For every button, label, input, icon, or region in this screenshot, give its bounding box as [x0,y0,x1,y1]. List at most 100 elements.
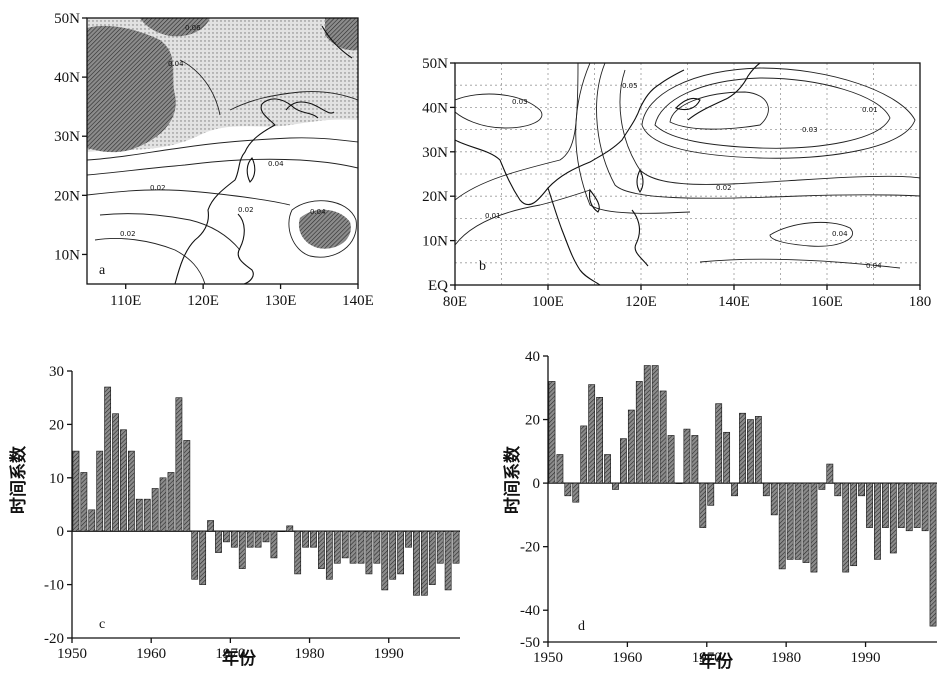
bar [897,482,905,528]
y-tick-label: 40N [422,100,448,116]
panel-label-b: b [479,259,486,274]
bar [770,482,778,516]
bar [246,530,254,548]
bar [357,530,365,564]
bar [889,482,897,554]
panel-b-contour-labels: 0.010.030.010.050.030.020.040.04 [485,82,882,270]
bar [207,520,214,532]
contour-label: 0.02 [238,206,254,214]
contour-6 [229,91,358,111]
bar [778,482,786,570]
contour-b-8 [455,63,579,201]
contour-b-1 [654,77,891,149]
bar [88,509,96,532]
bar [913,482,921,528]
bar [747,419,754,484]
contour-7 [179,59,221,116]
panel-b-grid [455,63,920,285]
contour-b-10 [769,221,853,247]
y-tick-label: -20 [44,631,64,647]
bar [96,450,104,532]
y-tick-label: 50N [54,11,80,27]
contour-b-11 [699,258,901,269]
contour-b-7 [455,93,543,129]
contour-b-9 [455,189,591,246]
y-tick-label: -20 [520,540,540,556]
x-tick-label: 160E [811,294,843,310]
y-tick-label: 0 [57,524,65,540]
contour-label: 0.04 [268,160,284,168]
y-tick-label: 0 [533,476,541,492]
contour-3 [87,189,291,206]
bar [112,413,119,532]
y-tick-label: 30N [422,145,448,161]
bar [159,477,167,532]
contour-label: 0.04 [832,230,848,238]
x-tick-label: 100E [532,294,564,310]
panel-a-field [87,18,358,284]
y-tick-label: 40N [54,70,80,86]
bar [349,530,357,564]
coastline-korea [285,101,335,114]
bar [858,482,865,497]
y-tick-label: 30 [49,364,64,380]
bar [262,530,270,543]
contour-se-outer [288,200,357,258]
bar [191,530,199,580]
bar [420,530,428,596]
coastline-korea-b [674,97,701,111]
y-tick-label: 10 [49,471,64,487]
bar [762,482,770,497]
bar [707,482,715,506]
contour-label: 0.02 [120,230,136,238]
coastline-mainland [174,98,319,284]
bar [302,530,309,548]
bar [444,530,452,591]
bar [723,431,731,484]
contour-label: 0.02 [150,184,166,192]
bar [127,450,135,532]
bar [667,435,675,484]
x-tick-label: 120E [187,293,219,309]
x-tick-label: 1970 [215,646,245,662]
bar [373,530,381,564]
bar [699,482,707,528]
bar [786,482,794,560]
bar [921,482,929,532]
x-tick-label: 1990 [374,646,404,662]
y-tick-label: 40 [525,349,540,365]
panel-label-c: c [99,617,105,632]
contour-label: 0.04 [310,208,326,216]
bar [604,454,611,484]
bar [215,530,222,553]
bar [866,482,873,528]
bar [333,530,341,564]
contour-label: 0.03 [802,126,818,134]
x-tick-label: 1990 [851,650,881,666]
coastline-ne [321,25,353,59]
x-tick-label: 140E [718,294,750,310]
bar [270,530,278,559]
x-tick-label: 110E [110,293,141,309]
y-tick-label: -10 [44,578,64,594]
contour-label: 0.05 [622,82,638,90]
panel-b-field [455,63,920,285]
bar [80,472,88,532]
shaded-region-dark-n [140,18,210,37]
bar [436,530,444,564]
contour-label: 0.02 [716,184,732,192]
x-tick-label: 80E [443,294,467,310]
bar [715,403,723,484]
contour-label: 0.04 [168,60,184,68]
bar [556,454,564,484]
bar [294,530,302,575]
bar [874,482,881,560]
bar [381,530,389,591]
contour-label: 0.03 [512,98,528,106]
